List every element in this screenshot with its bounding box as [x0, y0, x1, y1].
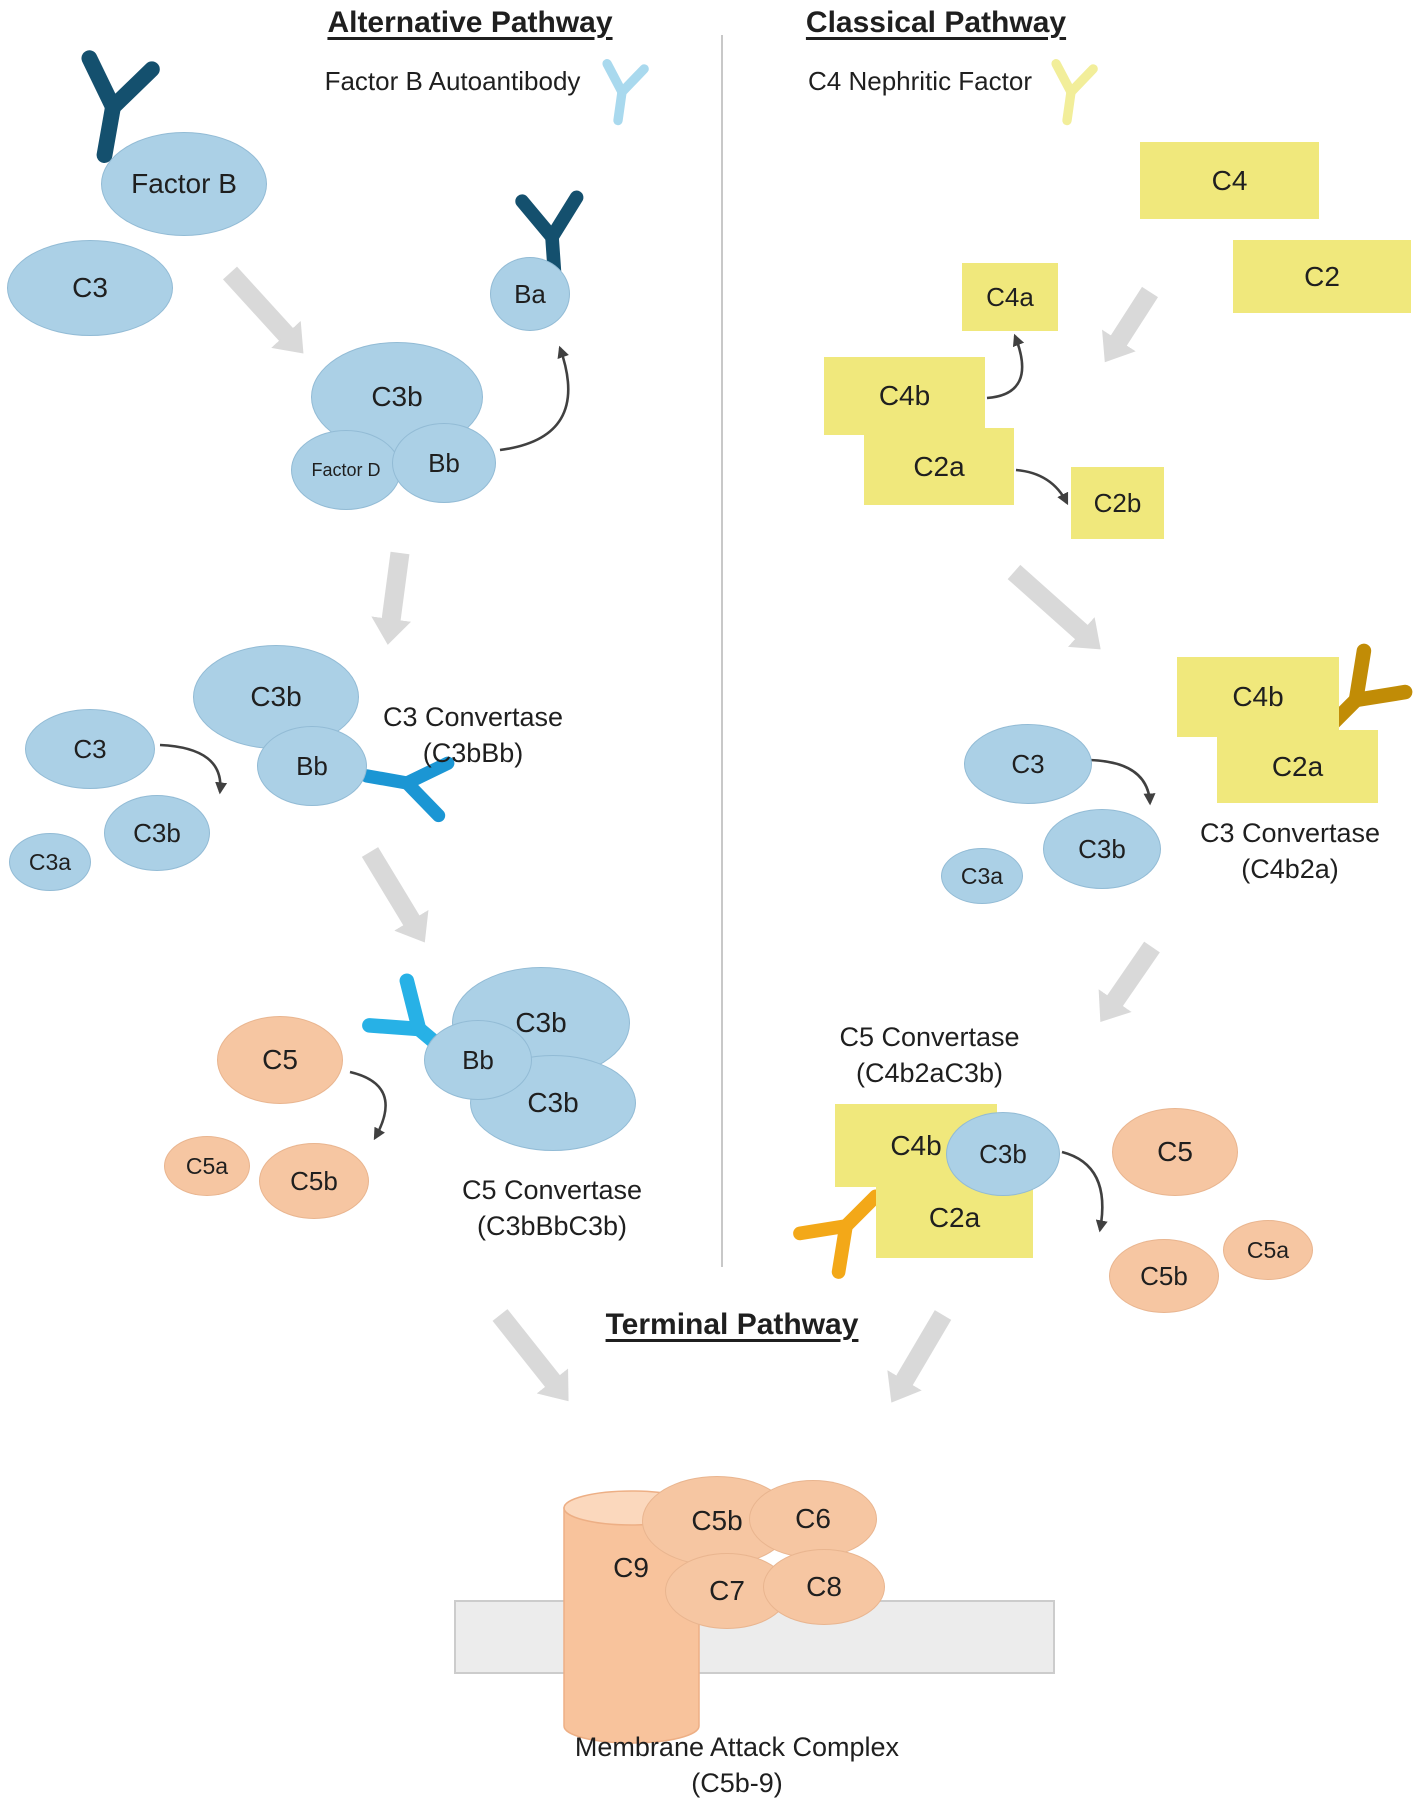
protein-c4b-convertase: C4b: [1177, 657, 1339, 737]
alternative-pathway-title: Alternative Pathway: [327, 6, 613, 39]
cell-membrane: [454, 1600, 1055, 1674]
c4a-release-arrow: [986, 333, 1025, 400]
classical-c3-cleavage-arrow: [1089, 758, 1156, 806]
protein-c2a-cluster1: C2a: [864, 428, 1014, 505]
c2b-release-arrow: [1015, 468, 1069, 506]
factor-b-autoantibody-icon: [599, 64, 644, 123]
protein-bb-c5convertase: Bb: [424, 1020, 532, 1100]
alt-c3-convertase-label: C3 Convertase (C3bBb): [368, 700, 578, 771]
alt-c3-convertase-name: C3 Convertase: [382, 702, 564, 732]
protein-c3b-product: C3b: [104, 795, 210, 871]
protein-factor-d: Factor D: [291, 430, 401, 510]
protein-c3a-product-classical: C3a: [941, 848, 1023, 904]
classical-c3-convertase-name: C3 Convertase: [1199, 818, 1381, 848]
protein-c4: C4: [1140, 142, 1319, 219]
factor-b-autoantibody-label: Factor B Autoantibody: [324, 66, 581, 96]
c4-nephritic-factor-icon: [1048, 64, 1093, 123]
protein-c3-substrate: C3: [25, 709, 155, 789]
protein-c4a: C4a: [962, 263, 1058, 331]
protein-c5-substrate-alt: C5: [217, 1016, 343, 1104]
classical-flow-arrow-2: [1007, 564, 1101, 650]
classical-c5-cleavage-arrow: [1061, 1150, 1108, 1233]
c4-nephritic-factor-label: C4 Nephritic Factor: [808, 66, 1032, 96]
alt-flow-arrow-1: [222, 266, 304, 354]
classical-flow-arrow-3: [1098, 941, 1160, 1023]
protein-c5b-product-classical: C5b: [1109, 1239, 1219, 1313]
protein-c2: C2: [1233, 240, 1411, 313]
alt-c5-convertase-name: C5 Convertase: [461, 1175, 643, 1205]
terminal-flow-arrow-right: [887, 1310, 952, 1403]
protein-c5b-product-alt: C5b: [259, 1143, 369, 1219]
protein-ba: Ba: [490, 257, 570, 331]
classical-c5-convertase-label: C5 Convertase (C4b2aC3b): [812, 1020, 1047, 1091]
protein-c3b-c5convertase-classical: C3b: [946, 1112, 1060, 1196]
terminal-pathway-title: Terminal Pathway: [605, 1308, 859, 1341]
classical-c3-convertase-formula: (C4b2a): [1241, 853, 1339, 884]
protein-c2a-convertase: C2a: [1217, 730, 1378, 803]
protein-bb-convertase: Bb: [257, 726, 367, 806]
alt-flow-arrow-3: [361, 847, 429, 943]
protein-c5a-product-classical: C5a: [1223, 1220, 1313, 1280]
protein-c4b-cluster1: C4b: [824, 357, 985, 435]
alt-c3-cleavage-arrow: [159, 743, 228, 795]
classical-flow-arrow-1: [1102, 286, 1158, 363]
protein-c5-substrate-classical: C5: [1112, 1108, 1238, 1196]
terminal-flow-arrow-left: [492, 1309, 569, 1402]
protein-c3a-product: C3a: [9, 833, 91, 891]
protein-c2b: C2b: [1071, 467, 1164, 539]
protein-c9-mac: C9: [613, 1552, 649, 1583]
classical-c5-convertase-formula: (C4b2aC3b): [855, 1057, 1004, 1088]
ba-release-arrow: [499, 345, 570, 452]
classical-pathway-title: Classical Pathway: [805, 6, 1067, 39]
classical-c5-convertase-name: C5 Convertase: [839, 1022, 1020, 1052]
protein-c3-initial: C3: [7, 240, 173, 336]
mac-caption: Membrane Attack Complex (C5b-9): [527, 1730, 947, 1801]
alt-flow-arrow-2: [371, 551, 412, 645]
protein-c3-substrate-classical: C3: [964, 724, 1092, 804]
protein-c8-mac: C8: [763, 1549, 885, 1625]
protein-c3b-product-classical: C3b: [1043, 809, 1161, 889]
protein-c6-mac: C6: [749, 1480, 877, 1558]
mac-caption-formula: (C5b-9): [691, 1767, 783, 1798]
alt-c5-convertase-label: C5 Convertase (C3bBbC3b): [437, 1173, 667, 1244]
alt-c5-cleavage-arrow: [349, 1070, 387, 1141]
alt-c3-convertase-formula: (C3bBb): [422, 737, 524, 768]
protein-c5a-product-alt: C5a: [164, 1136, 250, 1196]
protein-factor-b: Factor B: [101, 132, 267, 236]
alt-c5-convertase-formula: (C3bBbC3b): [476, 1210, 628, 1241]
protein-bb-complex1: Bb: [392, 423, 496, 503]
classical-c3-convertase-label: C3 Convertase (C4b2a): [1175, 816, 1405, 887]
mac-caption-name: Membrane Attack Complex: [574, 1732, 900, 1762]
